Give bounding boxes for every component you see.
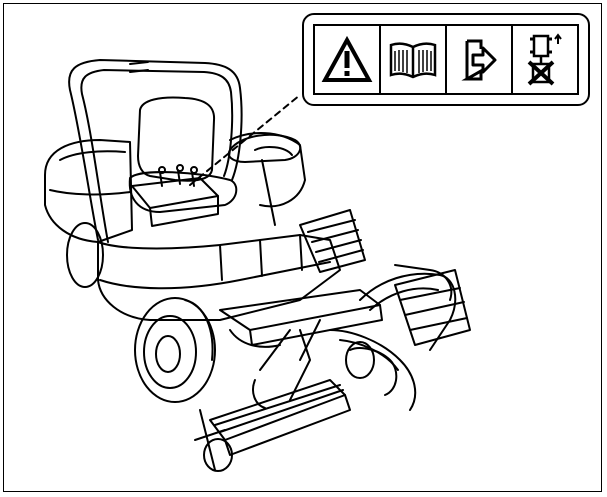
callout-leader [189,94,301,186]
control-console [131,164,219,227]
decal-cell-exit [447,26,513,93]
operator-manual-icon [389,41,437,78]
lift-arms [289,264,457,411]
front-wheel [134,297,216,403]
decal-cell-manual [381,26,447,93]
warning-triangle-icon [321,35,373,82]
side-reel-unit [345,269,471,396]
rear-wheel [66,222,104,288]
rops-bar [68,59,243,243]
hood [44,139,133,243]
exit-arrow-icon [461,39,497,80]
decal-cell-warning [315,26,381,93]
seat [128,96,238,213]
decal-cell-no-tow [513,26,577,93]
front-frame [219,289,383,348]
front-reel-unit [194,319,351,472]
decal-symbol-strip [313,24,579,95]
no-towing-icon [527,32,562,85]
safety-decal [302,13,590,106]
chassis [97,132,341,321]
steering [227,133,302,226]
engine-grill [299,209,366,273]
